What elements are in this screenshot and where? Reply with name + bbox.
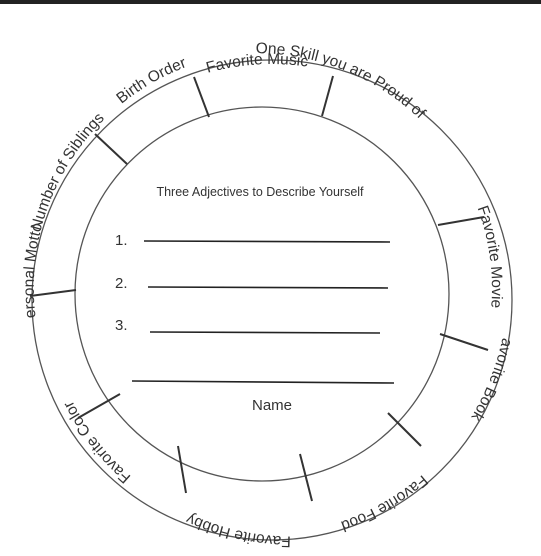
answer-line-2[interactable]	[147, 286, 389, 289]
divider-skill-movie	[437, 216, 485, 226]
label-birth-order: Birth Order	[113, 54, 188, 107]
label-number-of-siblings: Number of Siblings	[28, 109, 108, 232]
inner-circle-border	[74, 106, 450, 482]
blank-number-3: 3.	[115, 317, 128, 334]
label-favorite-hobby: Favorite Hobby	[184, 510, 292, 550]
divider-music-left	[193, 76, 210, 118]
divider-book-food	[387, 412, 422, 447]
label-favorite-color: Favorite Color	[60, 398, 134, 486]
center-content: Three Adjectives to Describe Yourself 1.…	[115, 185, 395, 414]
top-border-rule	[0, 0, 541, 4]
ring-dividers	[29, 75, 489, 502]
divider-hobby-color	[177, 445, 187, 494]
label-personal-motto: Personal Motto	[0, 0, 46, 319]
label-favorite-movie: Favorite Movie	[474, 204, 505, 309]
label-favorite-food: Favorite Food	[339, 471, 431, 534]
name-label: Name	[252, 397, 292, 414]
center-title: Three Adjectives to Describe Yourself	[156, 185, 364, 199]
divider-color-motto	[77, 393, 121, 419]
blank-number-2: 2.	[115, 275, 128, 292]
answer-line-3[interactable]	[149, 331, 381, 334]
blank-number-1: 1.	[115, 232, 128, 249]
divider-siblings-birth	[94, 133, 128, 165]
ring-labels: Favorite Music One Skill you are Proud o…	[0, 0, 515, 550]
outer-ring-border	[31, 59, 513, 541]
name-line[interactable]	[131, 380, 395, 384]
label-skill-proud: One Skill you are Proud of	[256, 40, 430, 122]
divider-food-hobby	[299, 453, 313, 502]
divider-motto-siblings	[29, 289, 77, 297]
answer-line-1[interactable]	[143, 240, 391, 243]
divider-music-right	[321, 75, 334, 117]
divider-movie-book	[439, 333, 489, 351]
